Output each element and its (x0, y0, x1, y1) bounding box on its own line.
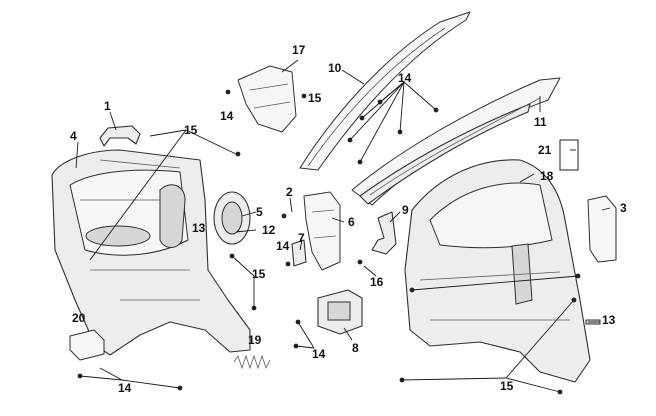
callout-18: 18 (540, 169, 554, 183)
callout-13-left: 13 (192, 221, 206, 235)
part-20-block (69, 329, 105, 361)
callout-13-right: 13 (602, 313, 616, 327)
callout-14-latch: 14 (312, 347, 326, 361)
callout-15-mid: 15 (252, 267, 266, 281)
callout-3: 3 (620, 201, 627, 215)
callout-15-bottom: 15 (500, 379, 514, 393)
part-8-latch-assembly (317, 289, 363, 335)
callout-21: 21 (538, 143, 552, 157)
part-1-clip (99, 125, 141, 147)
callout-8: 8 (352, 341, 359, 355)
callout-15-top: 15 (308, 91, 322, 105)
callout-4: 4 (70, 129, 77, 143)
callout-14-bottom: 14 (118, 381, 132, 395)
callout-labels: 1 2 3 4 5 6 7 8 9 10 11 12 13 13 14 14 1… (70, 43, 627, 395)
callout-16: 16 (370, 275, 384, 289)
callout-2: 2 (286, 185, 293, 199)
callout-7: 7 (298, 231, 305, 245)
callout-14-upper-left: 14 (220, 109, 234, 123)
part-6-middle-bracket (303, 191, 341, 271)
part-4-left-inner-panel (51, 149, 251, 356)
callout-19: 19 (248, 333, 262, 347)
callout-1: 1 (104, 99, 111, 113)
part-5-round-cover (213, 191, 251, 245)
part-21-label (559, 139, 579, 171)
part-17-bracket (237, 65, 297, 133)
callout-15-top-left: 15 (184, 123, 198, 137)
callout-17: 17 (292, 43, 306, 57)
callout-14-mid: 14 (276, 239, 290, 253)
callout-6: 6 (348, 215, 355, 229)
part-3-side-bracket (587, 195, 617, 263)
part-7-tab (291, 239, 307, 267)
callout-9: 9 (402, 203, 409, 217)
callout-10: 10 (328, 61, 342, 75)
callout-5: 5 (256, 205, 263, 219)
callout-11: 11 (534, 115, 547, 129)
part-18-right-inner-panel (404, 159, 591, 383)
callout-14-top: 14 (398, 71, 412, 85)
callout-12: 12 (262, 223, 276, 237)
part-11-lower-trim-strip (351, 77, 561, 206)
leader-lines (75, 59, 611, 393)
part-19-spring (233, 354, 271, 370)
part-10-upper-trim-strip (299, 11, 471, 171)
part-9-hook (371, 211, 397, 255)
callout-20: 20 (72, 311, 86, 325)
